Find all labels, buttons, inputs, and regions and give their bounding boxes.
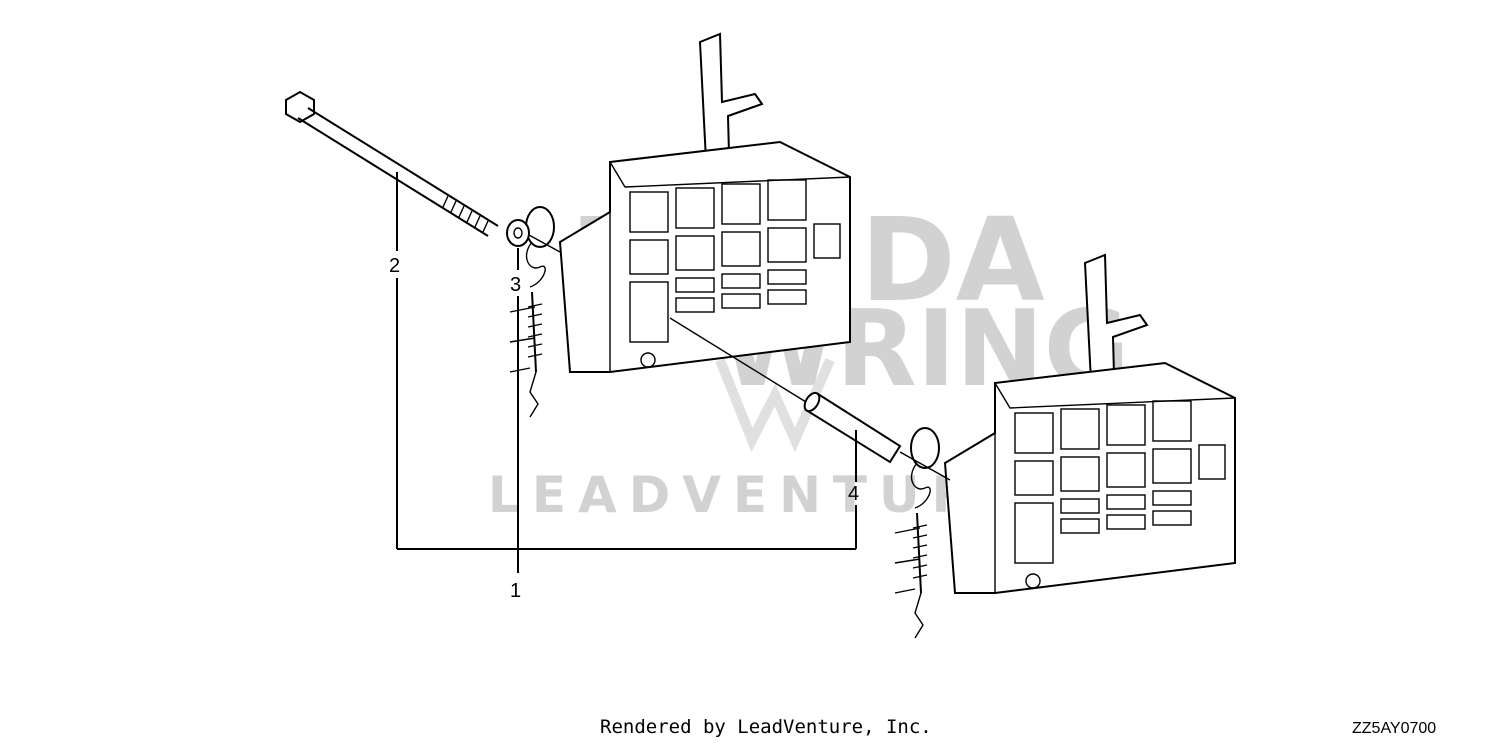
watermark-vendor: LEADVENTURE [488,466,1028,524]
callout-3-label: 3 [510,274,521,296]
diagram-code: ZZ5AY0700 [1352,720,1437,737]
callout-4-label: 4 [848,483,859,505]
callout-2-label: 2 [389,255,400,277]
callout-labels: 1 2 3 4 [389,255,859,602]
callout-lines [396,172,857,573]
render-credit: Rendered by LeadVenture, Inc. [600,716,932,738]
callout-1-label: 1 [510,580,521,602]
collar-tube [669,317,951,481]
bolt [285,90,499,237]
watermark-logo-icon [715,357,835,453]
washer [506,219,561,253]
